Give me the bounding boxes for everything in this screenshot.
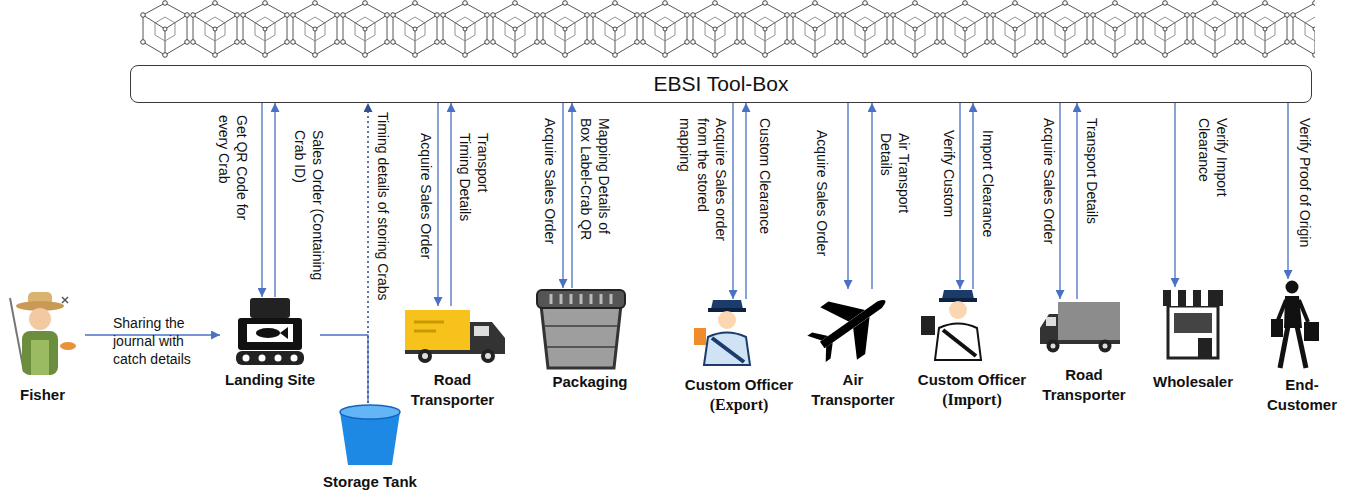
edge-label: Acquire Sales Order	[417, 133, 435, 273]
flow-arrow	[274, 103, 275, 297]
actor-node: Landing Site	[220, 297, 320, 390]
flow-arrow	[367, 103, 369, 403]
flow-arrow	[959, 103, 960, 289]
flow-arrow	[437, 103, 438, 306]
shop-icon	[1163, 290, 1223, 358]
node-label: Air Transporter	[808, 370, 898, 410]
edge-label: Acquire Sales order from the stored mapp…	[676, 118, 730, 253]
edge-label: Acquire Sales Order	[1040, 118, 1058, 258]
node-label: Road Transporter	[1040, 365, 1128, 405]
node-label: Wholesaler	[1153, 372, 1233, 392]
edge-label: Acquire Sales Order	[541, 118, 559, 258]
truck-icon	[405, 310, 505, 363]
flow-arrow	[1174, 103, 1175, 287]
actor-node: Packaging	[530, 288, 650, 392]
node-label: Landing Site	[225, 370, 315, 390]
actor-node: End-Customer	[1260, 279, 1344, 415]
edge-label: Air Transport Details	[877, 133, 913, 233]
blockchain-pattern	[140, 0, 1315, 60]
node-sublabel: (Export)	[710, 395, 769, 415]
customer-icon	[1271, 281, 1319, 369]
actor-node: Road Transporter	[395, 306, 510, 410]
edge-label: Verify Import Clearance	[1195, 118, 1231, 218]
actor-node: Wholesaler	[1143, 287, 1243, 392]
crate-icon	[537, 290, 625, 368]
flow-arrow	[972, 103, 973, 289]
flow-arrow	[745, 103, 746, 299]
edge-label: Get QR Code for every Crab	[215, 115, 251, 227]
node-label: Custom Officer	[685, 375, 793, 395]
edge-label: Custom Clearance	[756, 118, 774, 248]
node-label: Storage Tank	[323, 472, 417, 492]
toolbox-band: EBSI Tool-Box	[130, 65, 1312, 103]
edge-label: Verify Proof of Origin	[1296, 118, 1314, 268]
flow-arrow	[261, 103, 262, 297]
actor-node: Road Transporter	[1040, 299, 1128, 405]
node-sublabel: (Import)	[942, 390, 1002, 410]
edge-label: Sales Order (Containing Crab ID)	[291, 130, 327, 295]
airplane-icon	[798, 275, 904, 376]
flow-arrow	[871, 103, 872, 289]
truck-icon	[1040, 302, 1120, 353]
edge-label: Import Clearance	[979, 130, 997, 260]
node-label: End-Customer	[1264, 375, 1340, 415]
flow-arrow	[450, 103, 451, 306]
flow-arrow	[562, 103, 563, 288]
actor-node: Fisher	[0, 295, 85, 405]
fisher-icon	[10, 292, 76, 375]
officer-icon	[694, 300, 750, 365]
node-label: Custom Officer	[918, 370, 1026, 390]
actor-node: Custom Officer(Export)	[672, 299, 806, 415]
edge-label: Transport Timing Details	[456, 133, 492, 233]
node-label: Fisher	[20, 385, 65, 405]
flow-arrow	[847, 103, 848, 289]
storage-tank-icon	[340, 405, 400, 465]
edge-label: Verify Custom	[940, 130, 958, 240]
edge-label: Transport Details	[1083, 118, 1101, 248]
node-label: EBSI Tool-Box	[653, 74, 788, 94]
flow-arrow	[1059, 103, 1060, 299]
officer-icon	[921, 290, 981, 360]
flow-arrow	[1287, 103, 1288, 279]
node-label: Packaging	[552, 372, 627, 392]
edge-label: Timing details of storing Crabs	[374, 112, 392, 342]
actor-node: Storage Tank	[315, 403, 425, 492]
edge-label: Sharing the journal with catch details	[113, 314, 217, 368]
node-label: Road Transporter	[408, 370, 498, 410]
landing-site-icon	[236, 298, 304, 365]
flow-arrow	[732, 103, 733, 299]
actor-node: Custom Officer(Import)	[906, 289, 1038, 410]
edge-label: Acquire Sales Order	[813, 130, 831, 270]
flow-arrow	[1076, 103, 1077, 299]
edge-label: Mapping Details of Box Label-Crab QR	[577, 118, 613, 246]
flow-arrow	[320, 335, 368, 403]
actor-node: Air Transporter	[808, 289, 898, 410]
flow-arrow	[571, 103, 572, 288]
